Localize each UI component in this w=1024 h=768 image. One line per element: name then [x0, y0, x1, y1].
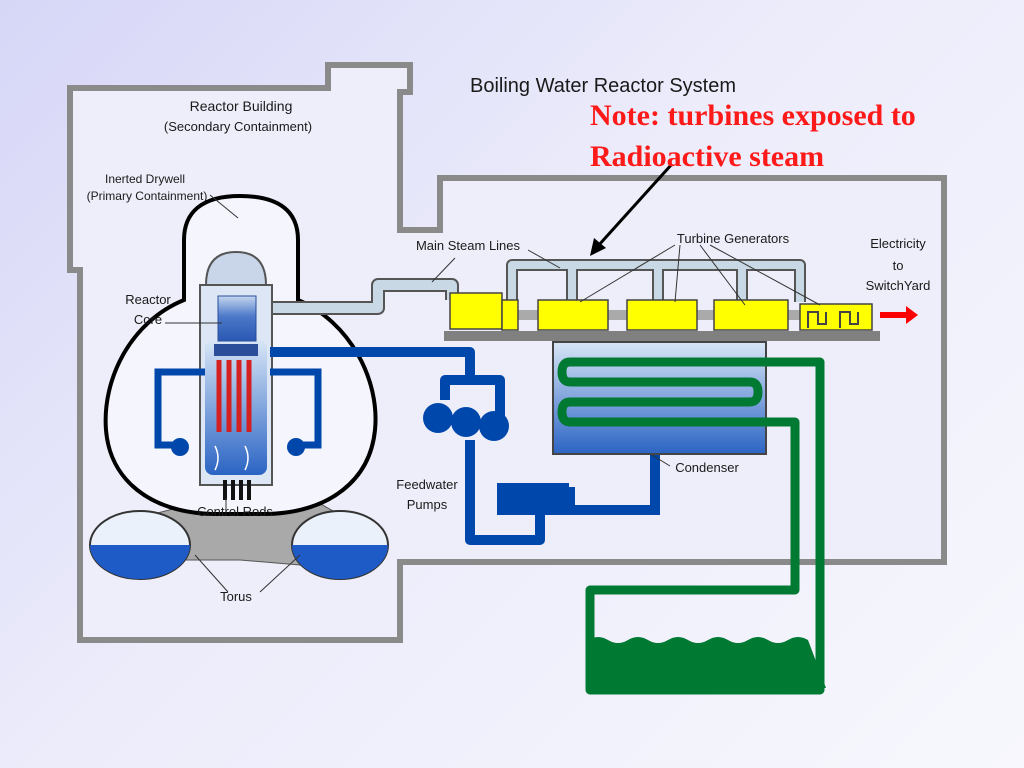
label-reactor: Reactor: [125, 292, 171, 307]
label-main-steam-lines: Main Steam Lines: [416, 238, 521, 253]
generator-coil: [807, 311, 859, 328]
control-rods-in-core: [216, 360, 252, 432]
condenser: [552, 341, 825, 695]
building-seam: [397, 233, 403, 559]
label-feedwater: Feedwater: [396, 477, 458, 492]
label-secondary-containment: (Secondary Containment): [164, 119, 312, 134]
diagram-title: Boiling Water Reactor System: [470, 75, 736, 97]
flow-arrows: [214, 445, 249, 471]
turbine-base: [444, 331, 880, 341]
control-rod-drives: [223, 480, 251, 500]
turbine-generators: [449, 292, 873, 331]
note-line-1: Note: turbines exposed to: [590, 99, 916, 132]
feedwater-pipe: [270, 347, 545, 545]
reactor-vessel: [199, 250, 273, 500]
label-control-rods: Control Rods: [197, 504, 273, 519]
feedwater-pumps: [423, 403, 509, 441]
label-turbine-generators: Turbine Generators: [677, 231, 790, 246]
label-inerted-drywell: Inerted Drywell: [105, 172, 185, 186]
feedwater-tank: [497, 483, 569, 515]
label-primary-containment: (Primary Containment): [87, 189, 208, 203]
label-reactor-building: Reactor Building: [190, 98, 293, 114]
note-line-2: Radioactive steam: [590, 140, 825, 173]
label-torus: Torus: [220, 589, 252, 604]
cooling-water: [588, 637, 826, 688]
label-electricity: Electricity: [870, 236, 926, 251]
electricity-arrow: [880, 306, 918, 324]
label-switchyard: SwitchYard: [866, 278, 931, 293]
note-arrow: [590, 162, 674, 256]
label-condenser: Condenser: [675, 460, 739, 475]
label-core: Core: [134, 312, 162, 327]
recirculation-loops: [154, 368, 322, 449]
recirc-pump-right: [287, 438, 305, 456]
note-turbines-radioactive: Note: turbines exposed to Radioactive st…: [590, 95, 1010, 177]
label-to: to: [893, 258, 904, 273]
label-pumps: Pumps: [407, 497, 448, 512]
leader-lines: [165, 194, 821, 593]
recirc-pump-left: [171, 438, 189, 456]
